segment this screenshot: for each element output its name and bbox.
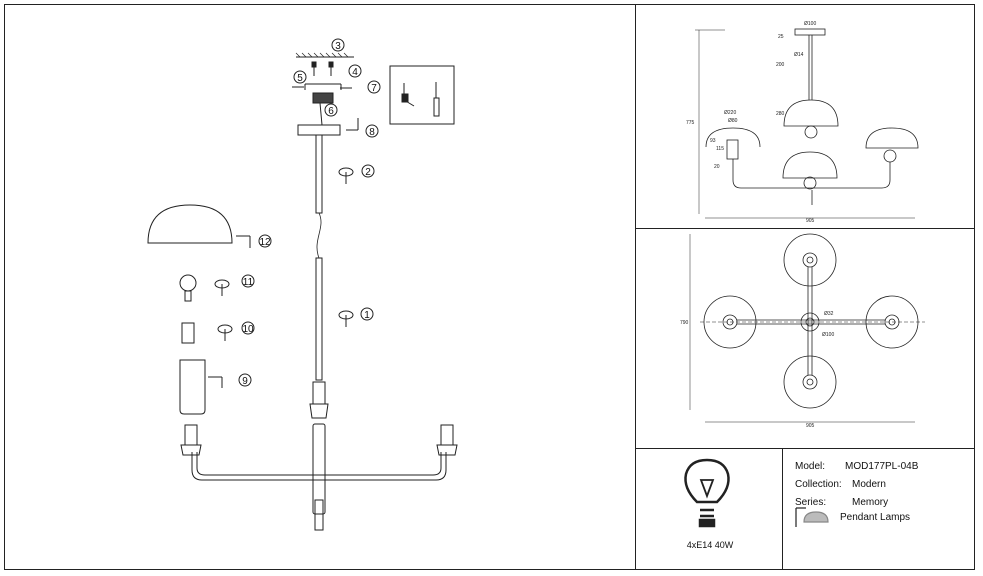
dim-label: Ø100 — [822, 332, 834, 338]
dim-label: 20 — [714, 164, 720, 170]
dim-label: Ø100 — [804, 21, 816, 27]
wiring-detail-box — [389, 65, 455, 125]
arms — [191, 452, 447, 481]
callout-circles — [238, 38, 381, 387]
dim-label: Ø14 — [794, 52, 804, 58]
dim-label: Ø220 — [724, 110, 736, 116]
callout-5: 5 — [297, 73, 303, 84]
pendant-lamp-icon — [795, 507, 829, 527]
callout-9: 9 — [242, 376, 248, 387]
collection-value: Modern — [852, 479, 886, 490]
dim-label: 93 — [710, 138, 716, 144]
callout-10: 10 — [242, 324, 254, 335]
callout-12: 12 — [259, 237, 271, 248]
dim-label: 905 — [806, 423, 815, 429]
cup-part — [179, 359, 206, 415]
callout-11: 11 — [243, 277, 254, 288]
series-value: Memory — [852, 497, 889, 508]
type-value: Pendant Lamps — [840, 512, 911, 523]
ceiling-hatch — [295, 52, 354, 58]
socket-part — [181, 322, 195, 344]
mounting-bracket — [292, 83, 352, 90]
screw-icon — [311, 61, 334, 76]
dim-label: 115 — [716, 146, 724, 152]
callout-3: 3 — [335, 41, 341, 52]
bulb-spec: 4xE14 40W — [686, 540, 734, 550]
callout-1: 1 — [364, 310, 370, 321]
callout-7: 7 — [371, 83, 377, 94]
panel-divider — [635, 228, 975, 229]
socket-top — [312, 381, 326, 405]
collection-label: Collection: — [795, 479, 842, 490]
callout-4: 4 — [352, 67, 358, 78]
dim-label: 25 — [778, 34, 784, 40]
rotate-arrow-icon — [214, 167, 354, 341]
lower-rod — [315, 257, 323, 381]
terminal-block — [312, 92, 334, 126]
arm-socket — [440, 424, 454, 446]
dim-label: 790 — [680, 320, 689, 326]
center-body — [312, 423, 326, 515]
drawing-sheet — [4, 4, 975, 570]
upper-rod — [315, 134, 323, 214]
dim-label: Ø32 — [824, 311, 834, 317]
canopy — [297, 124, 341, 136]
panel-divider — [635, 448, 975, 449]
shade-part — [147, 204, 233, 244]
panel-divider — [635, 4, 636, 570]
plan-view — [689, 233, 925, 423]
callout-8: 8 — [369, 127, 375, 138]
bulb-part — [179, 274, 197, 302]
model-label: Model: — [795, 461, 826, 472]
arm-socket — [184, 424, 198, 446]
dim-label: 905 — [806, 218, 815, 224]
callout-6: 6 — [328, 106, 334, 117]
callout-2: 2 — [365, 167, 371, 178]
dim-label: 280 — [776, 111, 785, 117]
dim-label: 200 — [776, 62, 785, 68]
bulb-icon — [684, 458, 730, 528]
dim-label: 775 — [686, 120, 695, 126]
model-value: MOD177PL-04B — [845, 461, 919, 472]
side-view — [695, 28, 919, 219]
series-label: Series: — [795, 497, 827, 508]
dim-label: Ø80 — [728, 118, 738, 124]
panel-divider — [782, 448, 783, 570]
